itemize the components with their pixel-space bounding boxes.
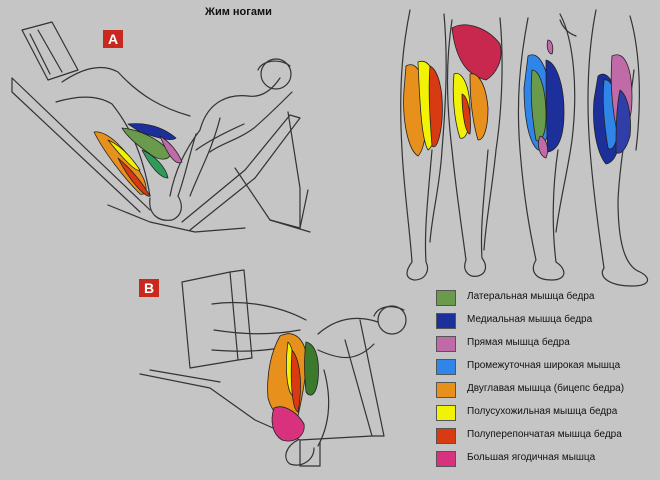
legend-swatch (436, 290, 456, 306)
legend-label: Медиальная мышца бедра (467, 314, 593, 325)
anatomy-muscles (403, 24, 633, 165)
legend-swatch (436, 313, 456, 329)
legend-swatch (436, 405, 456, 421)
figure-a-label: A (103, 30, 123, 48)
figure-b-muscles (267, 333, 319, 442)
figure-a-body (55, 58, 293, 221)
anatomy-legs (400, 9, 649, 287)
diagram-title: Жим ногами (205, 6, 272, 18)
legend-label: Прямая мышца бедра (467, 337, 570, 348)
legend-label: Полусухожильная мышца бедра (467, 406, 618, 417)
legend-label: Промежуточная широкая мышца (467, 360, 621, 371)
legend-swatch (436, 382, 456, 398)
legend-swatch (436, 336, 456, 352)
figure-b-machine (139, 269, 385, 467)
figure-a-machine (11, 21, 311, 233)
legend-swatch (436, 428, 456, 444)
legend-swatch (436, 451, 456, 467)
legend-swatch (436, 359, 456, 375)
figure-b-label: B (139, 279, 159, 297)
legend-label: Полуперепончатая мышца бедра (467, 429, 622, 440)
legend-label: Латеральная мышца бедра (467, 291, 595, 302)
figure-a-muscles (93, 123, 183, 197)
legend-label: Двуглавая мышца (бицепс бедра) (467, 383, 625, 394)
legend-label: Большая ягодичная мышца (467, 452, 596, 463)
